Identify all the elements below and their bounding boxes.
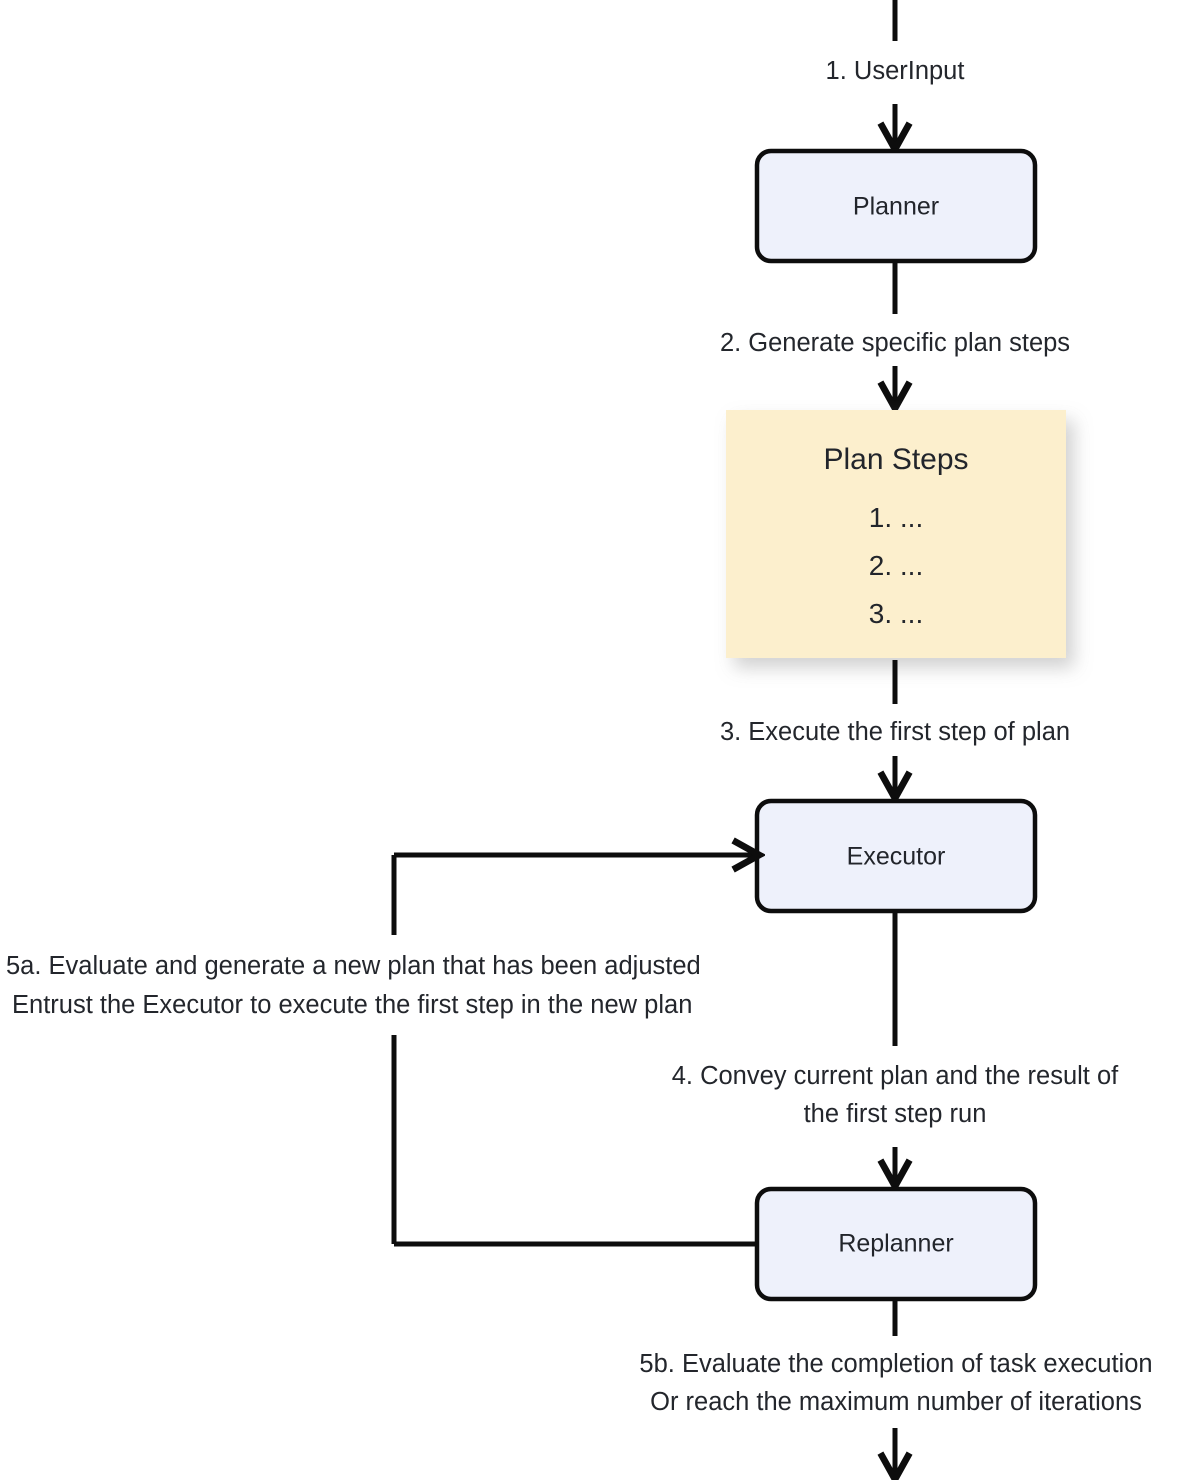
plan-steps-title: Plan Steps — [823, 443, 968, 476]
node-executor-label: Executor — [847, 843, 946, 871]
edge-convey-result: 4. Convey current plan and the result of… — [672, 913, 1119, 1184]
node-planner[interactable]: Planner — [754, 148, 1038, 264]
node-plan-steps[interactable]: Plan Steps 1. ... 2. ... 3. ... — [726, 410, 1066, 658]
node-plan-steps-shape[interactable] — [726, 410, 1066, 658]
node-replanner-label: Replanner — [838, 1230, 953, 1258]
edge-execute-first-step: 3. Execute the first step of plan — [720, 660, 1070, 796]
edge-label-1: 1. UserInput — [826, 57, 965, 85]
edge-label-2: 2. Generate specific plan steps — [720, 329, 1070, 357]
edge-label-5b-line2: Or reach the maximum number of iteration… — [650, 1388, 1142, 1416]
node-planner-label: Planner — [853, 193, 939, 221]
edge-label-5a-line2: Entrust the Executor to execute the firs… — [12, 991, 692, 1019]
edge-label-4-line2: the first step run — [804, 1100, 987, 1128]
plan-steps-item-1: 1. ... — [869, 502, 923, 533]
edge-label-5a-line1: 5a. Evaluate and generate a new plan tha… — [6, 952, 701, 980]
edge-user-input: 1. UserInput — [826, 0, 965, 147]
node-replanner-shape[interactable] — [754, 1186, 1038, 1302]
node-replanner[interactable]: Replanner — [754, 1186, 1038, 1302]
edge-label-3: 3. Execute the first step of plan — [720, 718, 1070, 746]
edge-replan-feedback: 5a. Evaluate and generate a new plan tha… — [6, 855, 757, 1247]
node-planner-shape[interactable] — [754, 148, 1038, 264]
edge-task-complete: 5b. Evaluate the completion of task exec… — [639, 1301, 1153, 1477]
edge-generate-plan-steps: 2. Generate specific plan steps — [720, 263, 1070, 406]
edge-label-5b-line1: 5b. Evaluate the completion of task exec… — [639, 1350, 1152, 1378]
plan-steps-item-2: 2. ... — [869, 550, 923, 581]
edge-label-4-line1: 4. Convey current plan and the result of — [672, 1062, 1119, 1090]
node-executor[interactable]: Executor — [754, 798, 1038, 914]
plan-steps-item-3: 3. ... — [869, 598, 923, 629]
